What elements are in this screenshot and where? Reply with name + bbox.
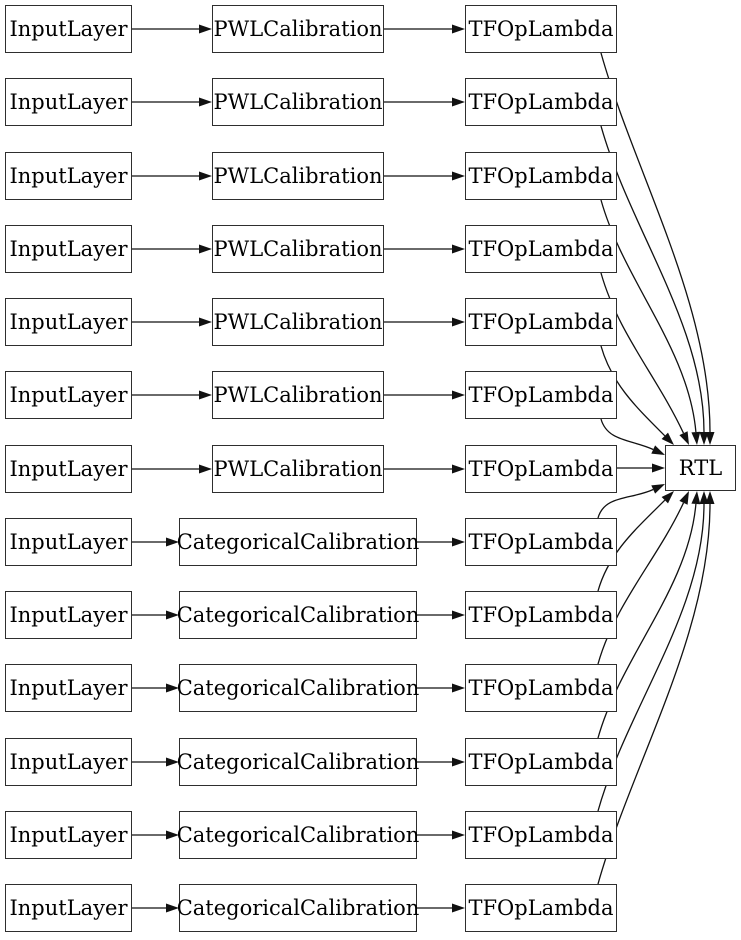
arrowhead [652,463,665,473]
arrowhead [452,97,465,107]
node-rtl: RTL [665,445,736,491]
node-input-layer: InputLayer [5,78,132,126]
arrowhead [166,757,179,767]
arrowhead [452,757,465,767]
arrowhead [691,431,701,445]
node-input-layer: InputLayer [5,152,132,200]
arrowhead [199,464,212,474]
node-categorical-calibration: CategoricalCalibration [177,811,419,859]
arrowhead [452,537,465,547]
arrowhead [651,445,665,455]
node-input-layer: InputLayer [5,738,132,786]
arrowhead [166,610,179,620]
arrowhead [661,432,674,445]
arrowhead [452,171,465,181]
arrowhead [661,491,674,504]
node-input-layer: InputLayer [5,225,132,273]
edge-lambda-to-rtl [597,488,654,519]
arrowhead [452,390,465,400]
node-pwl-calibration: PWLCalibration [212,5,384,53]
node-pwl-calibration: PWLCalibration [212,445,384,493]
node-pwl-calibration: PWLCalibration [212,78,384,126]
node-input-layer: InputLayer [5,884,132,932]
node-input-layer: InputLayer [5,5,132,53]
node-input-layer: InputLayer [5,371,132,419]
arrowhead [699,432,709,445]
node-pwl-calibration: PWLCalibration [212,298,384,346]
arrowhead [166,537,179,547]
node-tf-op-lambda: TFOpLambda [465,225,617,273]
node-categorical-calibration: CategoricalCalibration [177,591,419,639]
node-pwl-calibration: PWLCalibration [212,225,384,273]
arrowhead [166,683,179,693]
node-tf-op-lambda: TFOpLambda [465,152,617,200]
node-tf-op-lambda: TFOpLambda [465,664,617,712]
arrowhead [452,317,465,327]
node-input-layer: InputLayer [5,591,132,639]
arrowhead [452,24,465,34]
arrowhead [199,244,212,254]
node-tf-op-lambda: TFOpLambda [465,591,617,639]
node-tf-op-lambda: TFOpLambda [465,738,617,786]
edge-lambda-to-rtl [597,499,666,592]
node-pwl-calibration: PWLCalibration [212,152,384,200]
edge-lambda-to-rtl [600,418,654,451]
arrowhead [452,830,465,840]
arrowhead [452,244,465,254]
arrowhead [166,830,179,840]
arrowhead [679,491,689,505]
node-tf-op-lambda: TFOpLambda [465,298,617,346]
arrowhead [705,432,715,445]
arrowhead [199,97,212,107]
arrowhead [691,491,701,505]
edge-lambda-to-rtl [600,345,666,437]
arrowhead [452,683,465,693]
node-tf-op-lambda: TFOpLambda [465,811,617,859]
node-tf-op-lambda: TFOpLambda [465,518,617,566]
arrowhead [699,491,709,504]
node-tf-op-lambda: TFOpLambda [465,371,617,419]
node-tf-op-lambda: TFOpLambda [465,5,617,53]
node-input-layer: InputLayer [5,445,132,493]
node-input-layer: InputLayer [5,518,132,566]
node-categorical-calibration: CategoricalCalibration [177,518,419,566]
node-input-layer: InputLayer [5,664,132,712]
node-categorical-calibration: CategoricalCalibration [177,664,419,712]
node-tf-op-lambda: TFOpLambda [465,884,617,932]
arrowhead [199,390,212,400]
node-tf-op-lambda: TFOpLambda [465,445,617,493]
arrowhead [199,171,212,181]
arrowhead [679,431,689,445]
edge-lambda-to-rtl [600,272,685,434]
node-pwl-calibration: PWLCalibration [212,371,384,419]
node-categorical-calibration: CategoricalCalibration [177,884,419,932]
edge-lambda-to-rtl [597,502,685,665]
arrowhead [651,484,665,494]
arrowhead [199,317,212,327]
arrowhead [705,491,715,504]
node-input-layer: InputLayer [5,298,132,346]
node-tf-op-lambda: TFOpLambda [465,78,617,126]
node-input-layer: InputLayer [5,811,132,859]
arrowhead [452,903,465,913]
arrowhead [199,24,212,34]
arrowhead [452,610,465,620]
arrowhead [166,903,179,913]
arrowhead [452,464,465,474]
node-categorical-calibration: CategoricalCalibration [177,738,419,786]
